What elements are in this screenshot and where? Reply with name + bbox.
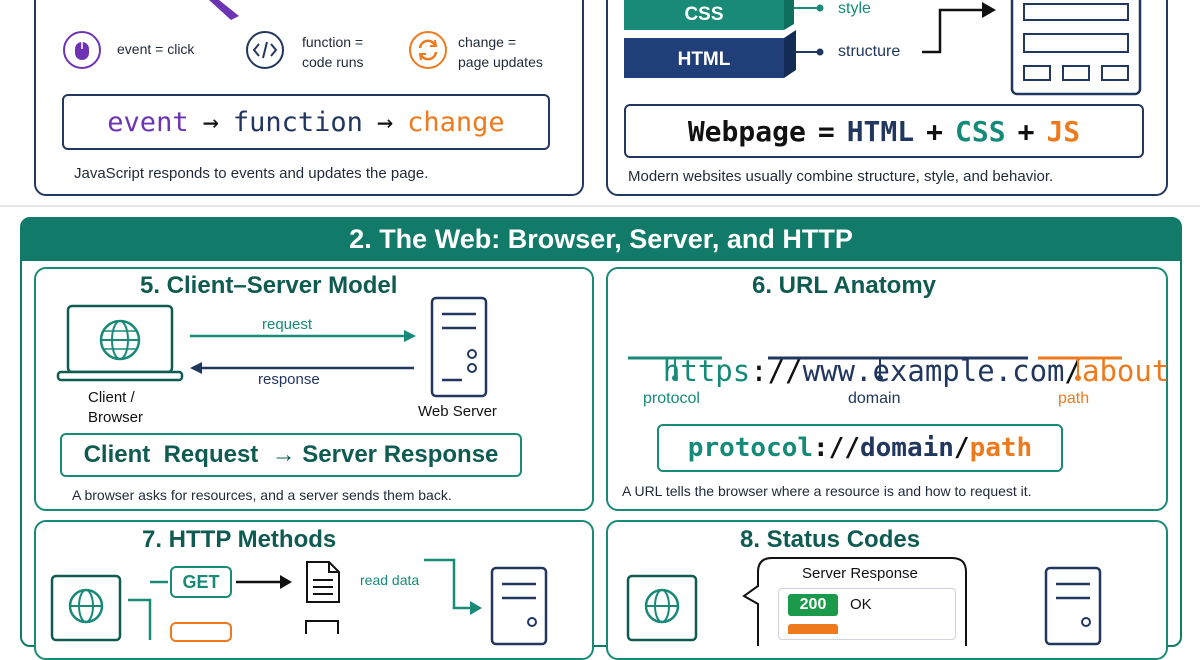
status-server-icon	[1044, 566, 1102, 646]
url-caption: A URL tells the browser where a resource…	[622, 483, 1032, 499]
url-brackets	[628, 356, 1122, 381]
webpage-caption: Modern websites usually combine structur…	[628, 168, 1054, 185]
formula-plus-2: +	[1017, 114, 1035, 148]
url-sep-1: ://	[750, 354, 803, 388]
server-icon	[430, 296, 488, 398]
formula-change: change	[407, 106, 505, 138]
document-icon-partial	[305, 620, 339, 634]
url-protocol: https	[662, 354, 751, 388]
url-domain: www.example.com	[802, 354, 1065, 388]
formula-js: JS	[1046, 114, 1081, 148]
url-formula-domain: domain	[860, 433, 954, 463]
client-label-2: Browser	[88, 409, 144, 426]
legend-function-label-2: code runs	[302, 54, 364, 70]
url-formula-sep-1: ://	[813, 433, 860, 463]
url-formula: protocol://domain/path	[657, 424, 1063, 472]
code-icon	[246, 31, 284, 69]
formula-event: event	[107, 106, 189, 138]
formula-equals: =	[817, 114, 835, 148]
html-layer-label: HTML	[677, 49, 731, 70]
formula-webpage: Webpage	[687, 114, 806, 148]
status-codes-title: 8. Status Codes	[740, 526, 921, 553]
section-header: 2. The Web: Browser, Server, and HTTP	[22, 217, 1180, 261]
layer-stack	[624, 0, 796, 78]
url-example: https://www.example.com/about	[628, 320, 1169, 388]
formula-html: HTML	[846, 114, 915, 148]
status-client-icon	[626, 574, 698, 642]
url-formula-path: path	[969, 433, 1033, 463]
url-anatomy-title: 6. URL Anatomy	[752, 272, 937, 299]
status-code-200: 200	[788, 594, 838, 616]
refresh-icon	[409, 31, 447, 69]
cursor-icon	[209, 0, 239, 20]
url-anatomy-card	[606, 267, 1168, 511]
legend-event-label: event = click	[117, 41, 195, 57]
client-monitor-icon	[50, 574, 122, 642]
url-formula-sep-2: /	[953, 433, 970, 463]
formula-plus-1: +	[926, 114, 943, 148]
protocol-label: protocol	[643, 390, 700, 407]
methods-server-icon	[490, 566, 548, 646]
http-methods-title: 7. HTTP Methods	[142, 526, 337, 553]
client-label-1: Client /	[88, 389, 135, 406]
bubble-title: Server Response	[802, 565, 918, 582]
divider	[0, 205, 1200, 207]
url-formula-protocol: protocol	[687, 433, 814, 463]
legend-change-label-2: page updates	[458, 54, 543, 70]
laptop-icon	[56, 304, 184, 382]
speech-bubble	[742, 557, 967, 646]
status-code-404-partial	[788, 624, 838, 634]
domain-label: domain	[848, 390, 901, 407]
layer-connectors	[794, 2, 996, 56]
formula-arrow-1: →	[202, 106, 219, 138]
client-server-caption: A browser asks for resources, and a serv…	[72, 487, 452, 503]
url-path: about	[1082, 354, 1170, 388]
js-caption: JavaScript responds to events and update…	[74, 165, 429, 182]
status-code-200-text: OK	[850, 596, 872, 613]
mouse-click-icon	[63, 31, 101, 69]
path-label: path	[1058, 390, 1090, 407]
request-response-arrows	[190, 330, 416, 374]
server-label: Web Server	[418, 403, 497, 420]
document-icon	[306, 561, 340, 603]
get-method-badge: GET	[170, 566, 232, 598]
legend-function-label-1: function =	[302, 34, 364, 50]
formula-css: CSS	[955, 114, 1006, 148]
section-title: 2. The Web: Browser, Server, and HTTP	[349, 223, 853, 254]
method-connectors	[128, 558, 482, 640]
structure-label: structure	[838, 43, 901, 60]
get-description: read data	[360, 572, 420, 588]
client-server-title: 5. Client–Server Model	[140, 272, 398, 299]
webpage-wireframe-icon	[1010, 0, 1142, 96]
event-function-change-formula: event → function → change	[62, 94, 550, 150]
formula-function: function	[232, 106, 363, 138]
css-layer-label: CSS	[684, 4, 724, 25]
request-label: request	[262, 316, 313, 333]
style-label: style	[838, 0, 871, 17]
client-server-formula: Client Request → Server Response	[60, 433, 522, 477]
webpage-formula: Webpage = HTML + CSS + JS	[624, 104, 1144, 158]
response-label: response	[258, 371, 320, 388]
formula-arrow-2: →	[376, 106, 394, 138]
legend-change-label-1: change =	[458, 34, 516, 50]
put-method-badge-partial	[170, 622, 232, 642]
